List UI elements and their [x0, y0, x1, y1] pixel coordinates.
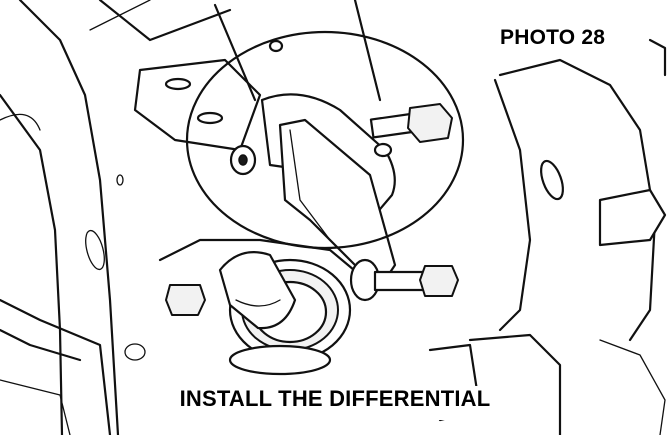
lower-bolt [165, 258, 459, 316]
left-frame-rail [0, 0, 232, 435]
differential-housing [158, 238, 362, 376]
link-bracket [260, 93, 397, 282]
figure-caption: INSTALL THE DIFFERENTIAL [179, 386, 491, 411]
right-frame [428, 38, 667, 435]
circled-bolt [229, 103, 453, 176]
photo-label: PHOTO 28 [496, 24, 610, 52]
caption-background [140, 386, 520, 420]
upper-bracket-plate [133, 0, 382, 152]
highlight-circle [185, 30, 465, 250]
